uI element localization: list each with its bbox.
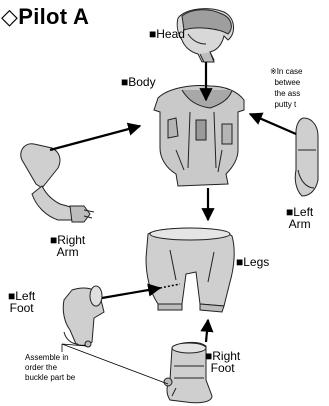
page-title: ◇Pilot A — [1, 4, 89, 30]
assembly-leader-lines — [62, 344, 168, 384]
arrow-right-arm-to-body — [50, 126, 140, 150]
putty-note: ※In case betwee the ass putty t — [270, 66, 303, 110]
assembly-note: Assemble in order the buckle part be — [25, 353, 75, 383]
arrow-left-foot-to-legs — [102, 288, 160, 298]
left-arm-part — [295, 118, 318, 196]
label-right-arm: ■Right Arm — [50, 234, 85, 258]
arrow-right-foot-to-legs — [206, 320, 208, 342]
legs-part — [146, 228, 234, 312]
left-foot-part — [63, 286, 104, 347]
label-head: ■Head — [149, 28, 185, 41]
arrow-left-arm-to-body — [250, 114, 296, 134]
label-body: ■Body — [121, 76, 156, 89]
label-legs: ■Legs — [236, 256, 269, 269]
label-left-foot: ■Left Foot — [8, 290, 35, 314]
head-part — [177, 9, 233, 62]
right-arm-part — [21, 144, 94, 222]
body-part — [154, 86, 244, 187]
label-right-foot: ■Right Foot — [205, 350, 240, 374]
label-left-arm: ■Left Arm — [286, 206, 313, 230]
